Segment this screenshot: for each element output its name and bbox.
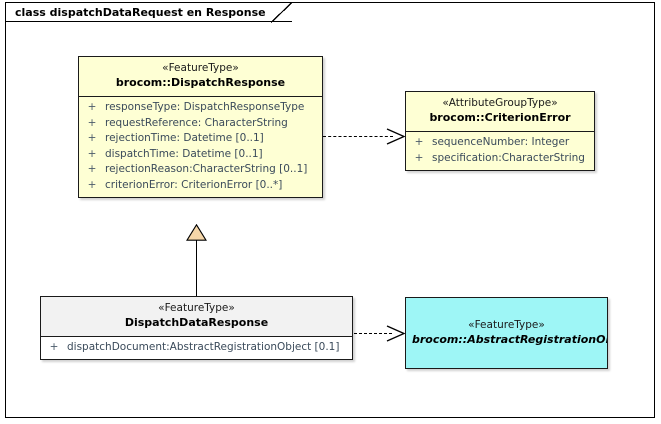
dependency-dispatchresponse-to-criterionerror [323, 136, 393, 137]
class-name-label: brocom::DispatchResponse [115, 76, 286, 90]
attribute-compartment-criterion-error: + sequenceNumber: Integer + specificatio… [406, 130, 594, 170]
attribute-row: + dispatchTime: Datetime [0..1] [79, 146, 322, 162]
dependency-dispatchdataresponse-to-abstractregistrationobject [354, 333, 392, 334]
generalization-triangle-icon [186, 224, 207, 241]
attribute-visibility: + [87, 116, 97, 129]
attribute-visibility: + [87, 178, 97, 191]
attribute-visibility: + [414, 136, 424, 149]
attribute-text: rejectionTime: Datetime [0..1] [105, 132, 264, 145]
attribute-visibility: + [87, 163, 97, 176]
attribute-text: rejectionReason:CharacterString [0..1] [105, 163, 308, 176]
attribute-compartment-dispatch-data-response: + dispatchDocument:AbstractRegistrationO… [41, 335, 352, 360]
attribute-row: + requestReference: CharacterString [79, 115, 322, 131]
diagram-title-tab: class dispatchDataRequest en Response [5, 2, 293, 23]
class-name-label: brocom::AbstractRegistrationObject [412, 333, 607, 347]
stereotype-label: «FeatureType» [468, 319, 545, 332]
class-header-dispatch-response: «FeatureType» brocom::DispatchResponse [79, 57, 322, 96]
class-header-abstract-registration-object: «FeatureType» brocom::AbstractRegistrati… [406, 298, 607, 368]
attribute-text: dispatchDocument:AbstractRegistrationObj… [67, 341, 340, 354]
attribute-row: + rejectionReason:CharacterString [0..1] [79, 162, 322, 178]
attribute-row: + dispatchDocument:AbstractRegistrationO… [41, 340, 352, 356]
class-header-criterion-error: «AttributeGroupType» brocom::CriterionEr… [406, 92, 594, 131]
class-header-dispatch-data-response: «FeatureType» DispatchDataResponse [41, 297, 352, 336]
class-node-dispatch-response[interactable]: «FeatureType» brocom::DispatchResponse +… [78, 56, 323, 198]
stereotype-label: «FeatureType» [158, 302, 235, 314]
attribute-visibility: + [87, 132, 97, 145]
attribute-visibility: + [87, 101, 97, 114]
stereotype-label: «AttributeGroupType» [442, 97, 558, 109]
attribute-text: criterionError: CriterionError [0..*] [105, 178, 283, 191]
diagram-title-label: class dispatchDataRequest en Response [15, 5, 266, 19]
attribute-row: + sequenceNumber: Integer [406, 135, 594, 151]
attribute-text: requestReference: CharacterString [105, 116, 288, 129]
attribute-visibility: + [49, 341, 59, 354]
attribute-text: dispatchTime: Datetime [0..1] [105, 147, 263, 160]
attribute-row: + criterionError: CriterionError [0..*] [79, 177, 322, 193]
attribute-visibility: + [87, 147, 97, 160]
class-name-label: DispatchDataResponse [124, 316, 269, 330]
attribute-row: + specification:CharacterString [406, 150, 594, 166]
attribute-text: specification:CharacterString [432, 151, 585, 164]
stereotype-label: «FeatureType» [162, 62, 239, 74]
attribute-text: responseType: DispatchResponseType [105, 101, 305, 114]
attribute-row: + rejectionTime: Datetime [0..1] [79, 131, 322, 147]
attribute-text: sequenceNumber: Integer [432, 136, 570, 149]
class-node-criterion-error[interactable]: «AttributeGroupType» brocom::CriterionEr… [405, 91, 595, 171]
attribute-compartment-dispatch-response: + responseType: DispatchResponseType + r… [79, 95, 322, 197]
class-node-abstract-registration-object[interactable]: «FeatureType» brocom::AbstractRegistrati… [405, 297, 608, 369]
class-name-label: brocom::CriterionError [429, 111, 571, 125]
attribute-row: + responseType: DispatchResponseType [79, 100, 322, 116]
attribute-visibility: + [414, 151, 424, 164]
generalization-line-dispatchdataresponse [196, 240, 197, 296]
class-node-dispatch-data-response[interactable]: «FeatureType» DispatchDataResponse + dis… [40, 296, 353, 361]
